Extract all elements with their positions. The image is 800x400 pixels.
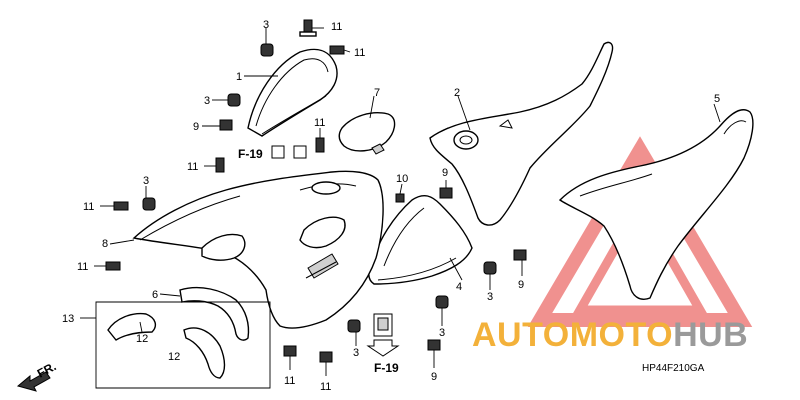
label-13: 13 bbox=[62, 313, 74, 325]
label-3-top: 3 bbox=[263, 19, 269, 31]
part-12-lower-trim bbox=[183, 327, 226, 379]
label-3-right: 3 bbox=[487, 291, 493, 303]
part-7-cap bbox=[338, 112, 396, 155]
label-f19-top: F-19 bbox=[238, 147, 263, 161]
label-3-lower: 3 bbox=[439, 327, 445, 339]
screw-9-bottom bbox=[427, 339, 441, 351]
f19-box-top bbox=[271, 145, 307, 159]
f19-box-bottom bbox=[366, 313, 400, 357]
bolt-11-top bbox=[299, 19, 317, 37]
grommet-3-left bbox=[227, 93, 241, 107]
label-11-left: 11 bbox=[187, 161, 198, 173]
label-3-bottom: 3 bbox=[353, 347, 359, 359]
grommet-3-top bbox=[260, 43, 274, 57]
label-10: 10 bbox=[396, 173, 408, 185]
label-11-lower-left: 11 bbox=[77, 261, 88, 273]
label-9-mid: 9 bbox=[442, 167, 448, 179]
label-6: 6 bbox=[152, 289, 158, 301]
label-11-right: 11 bbox=[354, 47, 365, 59]
bolt-11-right bbox=[329, 45, 345, 55]
part-labels: 1 2 3 3 3 3 3 3 4 5 6 7 8 9 9 9 9 10 11 … bbox=[35, 19, 720, 393]
label-2: 2 bbox=[454, 87, 460, 99]
bolt-11-clip bbox=[315, 137, 325, 153]
part-5-right-side-cover bbox=[558, 108, 754, 300]
label-12-lower: 12 bbox=[168, 351, 180, 363]
part-8-tank-cover bbox=[132, 170, 384, 329]
label-9-bottom: 9 bbox=[431, 371, 437, 383]
label-11-clip: 11 bbox=[314, 117, 325, 129]
label-11-bottom-a: 11 bbox=[284, 375, 295, 387]
grommet-3-bottom bbox=[347, 319, 361, 333]
label-f19-bottom: F-19 bbox=[374, 361, 399, 375]
label-7: 7 bbox=[374, 87, 380, 99]
label-4: 4 bbox=[456, 281, 462, 293]
label-8: 8 bbox=[102, 238, 108, 250]
screw-9-top bbox=[219, 119, 233, 131]
front-arrow-icon bbox=[16, 371, 51, 392]
leader-lines bbox=[94, 27, 721, 376]
part-1-upper-cover bbox=[247, 48, 338, 137]
bolt-11-bottom-a bbox=[283, 345, 297, 357]
label-1: 1 bbox=[236, 71, 242, 83]
screw-9-right bbox=[513, 249, 527, 261]
bolt-11-side bbox=[113, 201, 129, 211]
watermark-text: AUTOMOTOHUB bbox=[472, 318, 748, 352]
part-2-right-shroud bbox=[429, 41, 614, 226]
bolt-11-lower-left bbox=[105, 261, 121, 271]
label-3-mid: 3 bbox=[143, 175, 149, 187]
part-6-trim-strip bbox=[179, 286, 250, 341]
watermark-part-2: HUB bbox=[673, 316, 749, 354]
label-11-top: 11 bbox=[331, 21, 342, 33]
bracket-13 bbox=[80, 301, 271, 389]
label-3-left: 3 bbox=[204, 95, 210, 107]
grommet-3-right bbox=[483, 261, 497, 275]
label-11-side: 11 bbox=[83, 201, 94, 213]
diagram-code: HP44F210GA bbox=[642, 363, 705, 374]
label-9-right: 9 bbox=[518, 279, 524, 291]
bolt-11-bottom-b bbox=[319, 351, 333, 363]
label-5: 5 bbox=[714, 93, 720, 105]
screw-9-mid bbox=[439, 187, 453, 199]
part-12-left-trim bbox=[107, 312, 157, 341]
bolt-11-left bbox=[215, 157, 225, 173]
label-11-bottom-b: 11 bbox=[320, 381, 331, 393]
label-12-left: 12 bbox=[136, 333, 148, 345]
grommet-3-mid bbox=[142, 197, 156, 211]
clip-10 bbox=[395, 193, 405, 203]
label-9-top: 9 bbox=[193, 121, 199, 133]
grommet-3-lower bbox=[435, 295, 449, 309]
part-4-lower-cover bbox=[368, 194, 473, 285]
watermark-part-1: AUTOMOTO bbox=[472, 316, 674, 354]
